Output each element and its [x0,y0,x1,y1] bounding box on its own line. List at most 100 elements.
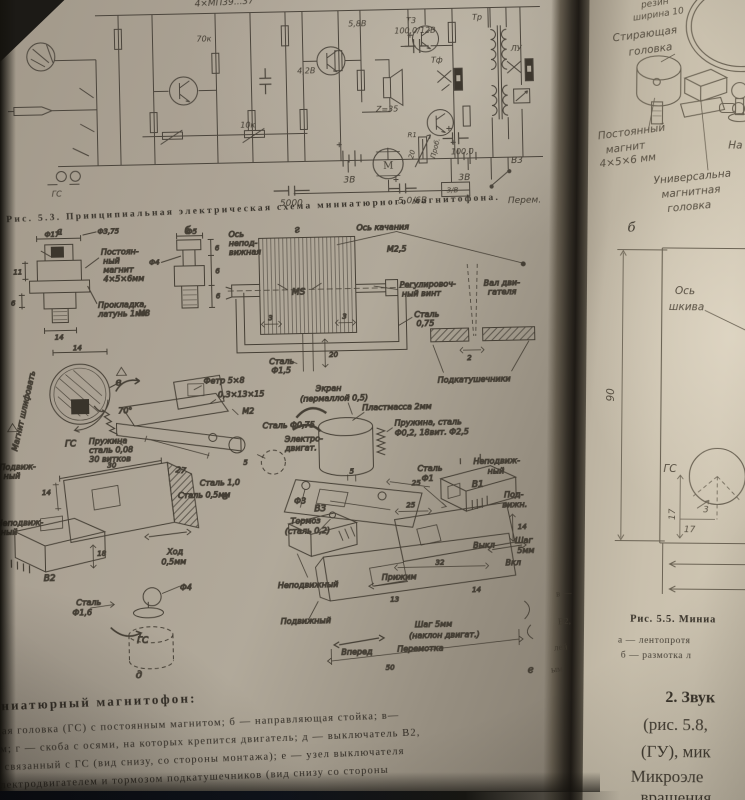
rp-tag-b: б [627,221,635,236]
d-fix-1: Неподвиж- [0,518,43,528]
g-steel075-1: Сталь [414,310,439,320]
rp-magnet-1: Постоянный [597,122,666,143]
switch-v3-icon [489,169,512,189]
d-dim14: 14 [42,489,51,497]
fig54-shield-assembly: Экран (пермаллой 0,5) Пластмасса 2мм Пру… [283,383,469,536]
label-r1: R1 [407,131,416,139]
e-fix-1: Неподвиж- [473,456,520,466]
erase-head-icon [47,170,81,186]
d-gs: ГС [137,636,149,646]
e-dim14a: 14 [518,523,527,531]
battery-icons [336,139,477,167]
label-bat1: 3В [343,175,355,185]
a-view-gs: ГС [65,439,77,449]
switch-contacts [72,87,95,157]
capacitors [259,32,469,196]
d-mov-1: Подвиж- [0,462,36,472]
d-dim30: 30 [107,461,117,469]
g-dim3a: 3 [268,314,273,322]
label-10k: 10к [240,120,255,129]
shield-spring-1: Пружина, сталь [394,417,462,427]
rp-dim3: 3 [703,505,709,515]
label-70k: 70к [196,34,211,43]
a-gasket-1: Прокладка, [98,300,147,310]
shield-ekran-1: Экран [315,384,342,394]
g-ms: МS [292,287,306,297]
d-dim18: 18 [97,550,107,558]
label-r1v: 20 [407,149,417,160]
shield-dim5: 5 [349,467,354,475]
d-steel05: Сталь 0,5мм [178,490,230,500]
photo-bottom-bar [0,791,620,800]
a-dim-11: 11 [13,268,22,276]
transistor-3 [412,25,440,53]
a-view-v-mark: в [116,377,122,388]
v-dim-plate: 0,3×13×15 [218,389,265,399]
label-z35: Z=35 [375,104,399,113]
transistor-2 [316,46,346,76]
motor-icon [372,148,404,180]
transistor-4 [426,109,454,137]
e-steel-1: Сталь [417,464,442,474]
fig55-caption: Рис. 5.5. Миниа [630,614,716,626]
rheostat-icon [414,134,432,168]
g-shaft-2: гателя [488,287,517,297]
e-off: Выкл [473,541,495,550]
g-m25: М2,5 [387,244,407,253]
line-jack-icon [506,58,534,104]
e-dim14b: 14 [472,586,481,594]
a-magnet-2: ный [103,256,120,265]
b-dim-6b: 6 [215,267,220,275]
rp-dim17a: 17 [668,508,678,520]
e-mov-2: вижн. [502,500,527,510]
fig54-part-b: б Ф5 Ф4 6 6 6 [149,225,221,309]
a-view-dim14: 14 [73,344,82,352]
transistor-1 [169,76,199,106]
photo-bottom-shadow [0,772,600,792]
g-dim20: 20 [329,351,339,359]
label-c50: 5,0/6В [398,196,427,207]
v-m2: М2 [242,407,254,416]
e-on: Вкл [505,558,521,567]
fig54-shaft-view: Вал дви- гателя 2 Подкатушечники [430,263,536,385]
schematic-wires [51,5,544,195]
shield-spring-2: Ф0,2, 18вит. Ф2,5 [395,427,469,438]
part-d-tag: д [136,670,143,681]
b-dim-6a: 6 [215,244,220,252]
rp-dim90: 90 [605,388,617,402]
speaker-icon [382,68,404,107]
shield-f3: Ф3 [294,496,306,505]
g-adj-2: ный винт [402,289,442,299]
rp-section-heading: 2. Звук [665,689,716,706]
label-4v2: 4,2В [297,66,315,75]
e-dim50: 50 [386,664,396,672]
e-rew: Перемотка [397,644,444,654]
rp-magnet-2: магнит [605,139,647,156]
e-step-b1: Шаг 5мм [415,619,453,629]
fig55-drawing: резин ширина 10 Стирающая головка Постоя… [597,0,745,800]
b-dim-6c: 6 [216,292,221,300]
rp-uni-3: головка [667,199,712,215]
label-zv: З/В [447,186,459,194]
v-spring-1: Пружина [89,436,128,446]
d-v2: В2 [44,574,56,584]
g-axis-3: вижная [229,247,261,257]
e-prizh: Прижим [382,572,417,582]
label-tf: Тф [431,56,443,65]
e-dim25: 25 [406,501,416,509]
rp-gs: ГС [663,463,677,475]
v-spring-3: 30 витков [89,454,131,464]
rp-body-line4: вращения [640,788,711,800]
label-motor: М [383,161,393,172]
g-steel15-1: Сталь [269,357,294,367]
a-dim-f375: Ф3,75 [97,227,119,235]
rp-dim17b: 17 [684,525,696,535]
a-view-70deg: 70° [118,406,132,415]
gutter-fragment-2: В2, [557,615,572,627]
shield-ekran-2: (пермаллой 0,5) [300,393,368,403]
v-steel075: Сталь Ф0,75 [262,420,314,430]
b-dim-f4: Ф4 [149,259,160,267]
fig54-part-v: Фетр 5×8 0,3×13×15 М2 Сталь Ф0,75 5 Пруж… [88,374,315,503]
v-steel10: Сталь 1,0 [200,478,240,488]
